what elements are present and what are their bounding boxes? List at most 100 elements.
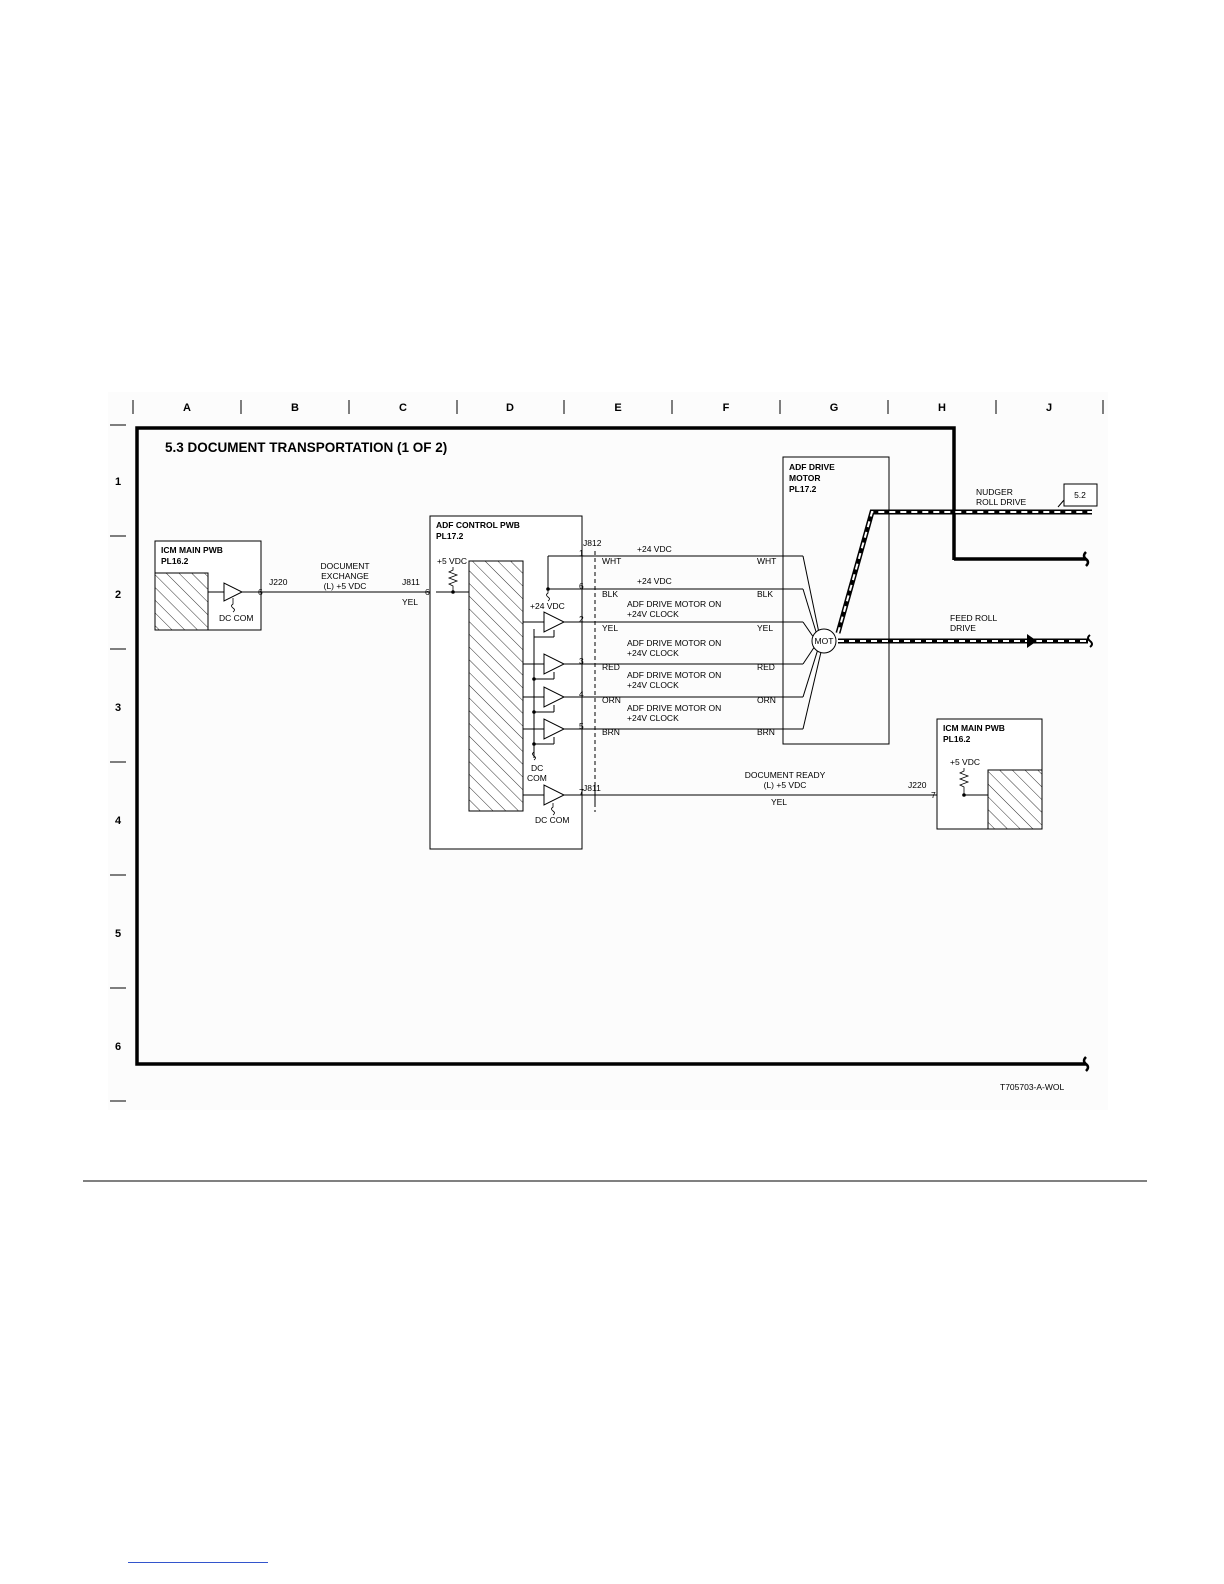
icm-main-pwb-right: ICM MAIN PWB PL16.2 +5 VDC J220 7 xyxy=(908,718,1043,830)
column-grid xyxy=(132,400,1104,414)
col-label: B xyxy=(291,402,299,414)
adf-control-dc: DC xyxy=(531,763,543,773)
doc-exchange-label: (L) +5 VDC xyxy=(324,581,367,591)
icm-right-pin: 7 xyxy=(931,790,936,800)
row-label: 4 xyxy=(115,815,122,827)
ref-chain-box: 5.2 xyxy=(1074,490,1086,500)
resistor-symbol xyxy=(958,768,970,795)
pin-number: 4 xyxy=(579,689,584,699)
col-label: D xyxy=(506,402,514,414)
pin-number: 3 xyxy=(579,656,584,666)
adf-control-j811: J811 xyxy=(402,577,420,587)
mechanical-drives: NUDGER ROLL DRIVE 5.2 FEED ROLL DRIVE xyxy=(835,483,1098,648)
break-symbol xyxy=(1087,634,1093,648)
driver-symbol xyxy=(543,718,566,740)
doc-ready-wire-color: YEL xyxy=(771,797,787,807)
doc-exchange-label: DOCUMENT xyxy=(320,561,369,571)
adf-drive-motor: ADF DRIVE MOTOR PL17.2 MOT xyxy=(782,456,890,745)
wire-color: ORN xyxy=(602,695,621,705)
wire-color: ORN xyxy=(757,695,776,705)
motor-symbol-label: MOT xyxy=(815,636,834,646)
arrow-head xyxy=(1027,634,1037,648)
pin-number: 1 xyxy=(579,548,584,558)
adf-control-j812: J812 xyxy=(583,538,602,548)
nudger-label: NUDGER xyxy=(976,487,1013,497)
col-label: H xyxy=(938,402,946,414)
signal-label: +24V CLOCK xyxy=(627,713,679,723)
signal-label: +24 VDC xyxy=(637,544,672,554)
driver-symbol xyxy=(543,784,566,806)
col-label: C xyxy=(399,402,407,414)
icm-left-dc-com: DC COM xyxy=(219,613,253,623)
nudger-drive-line-dash xyxy=(837,511,1092,634)
row-label: 6 xyxy=(115,1041,121,1053)
driver-symbol xyxy=(543,653,566,675)
adf-control-24vdc: +24 VDC xyxy=(530,601,565,611)
driver-symbol xyxy=(543,686,566,708)
row-label: 5 xyxy=(115,928,121,940)
pin-number: 5 xyxy=(579,721,584,731)
row-label: 3 xyxy=(115,702,121,714)
wire-color: BLK xyxy=(602,589,618,599)
wire-color: WHT xyxy=(602,556,621,566)
feed-roll-label: DRIVE xyxy=(950,623,976,633)
icm-left-pl: PL16.2 xyxy=(161,556,189,566)
col-label: F xyxy=(723,402,730,414)
col-label: J xyxy=(1046,402,1052,414)
signal-label: ADF DRIVE MOTOR ON xyxy=(627,703,721,713)
adf-motor-pl: PL17.2 xyxy=(789,484,817,494)
pin-number: 6 xyxy=(579,581,584,591)
wire-color: BLK xyxy=(757,589,773,599)
column-labels: A B C D E F G H J xyxy=(183,402,1052,414)
feed-roll-label: FEED ROLL xyxy=(950,613,998,623)
adf-control-j811-pin: 6 xyxy=(425,587,430,597)
break-symbol xyxy=(1082,551,1090,567)
break-symbol xyxy=(1082,1056,1090,1072)
signal-label: +24V CLOCK xyxy=(627,680,679,690)
resistor-symbol xyxy=(447,567,459,593)
wire-color: RED xyxy=(602,662,620,672)
adf-control-pwb: ADF CONTROL PWB PL17.2 +5 VDC J811 6 J81… xyxy=(402,515,602,850)
motor-harness: 1 6 2 3 4 5 7 WHT BLK YEL RED ORN BRN WH… xyxy=(579,544,822,797)
adf-control-j811b: J811 xyxy=(583,783,601,793)
icm-right-name: ICM MAIN PWB xyxy=(943,723,1005,733)
col-label: A xyxy=(183,402,191,414)
adf-control-com: COM xyxy=(527,773,547,783)
adf-control-name: ADF CONTROL PWB xyxy=(436,520,520,530)
nudger-label: ROLL DRIVE xyxy=(976,497,1027,507)
doc-exchange-wire-color: YEL xyxy=(402,597,418,607)
wire-color: YEL xyxy=(602,623,618,633)
frame-border xyxy=(135,426,1086,1066)
row-label: 2 xyxy=(115,589,121,601)
wire-color: BRN xyxy=(602,727,620,737)
footer-link-underline[interactable] xyxy=(128,1562,268,1563)
icm-left-name: ICM MAIN PWB xyxy=(161,545,223,555)
icm-right-connector: J220 xyxy=(908,780,927,790)
signal-label: +24V CLOCK xyxy=(627,648,679,658)
row-labels: 1 2 3 4 5 6 xyxy=(115,476,122,1053)
ground-symbol xyxy=(231,598,235,613)
driver-symbol xyxy=(223,582,244,602)
figure-id: T705703-A-WOL xyxy=(1000,1082,1065,1092)
pin-number: 2 xyxy=(579,614,584,624)
doc-ready-label: (L) +5 VDC xyxy=(764,780,807,790)
icm-left-pin: 6 xyxy=(258,587,263,597)
adf-motor-name: ADF DRIVE xyxy=(789,462,835,472)
icm-right-pl: PL16.2 xyxy=(943,734,971,744)
wire-color: RED xyxy=(757,662,775,672)
icm-right-5vdc: +5 VDC xyxy=(950,757,980,767)
row-label: 1 xyxy=(115,476,121,488)
signal-label: ADF DRIVE MOTOR ON xyxy=(627,670,721,680)
ground-symbol xyxy=(546,589,550,602)
wire-color: BRN xyxy=(757,727,775,737)
adf-motor-name: MOTOR xyxy=(789,473,820,483)
doc-ready-label: DOCUMENT READY xyxy=(745,770,826,780)
icm-main-pwb-left: ICM MAIN PWB PL16.2 DC COM 6 J220 xyxy=(154,540,288,631)
diagram-title: 5.3 DOCUMENT TRANSPORTATION (1 OF 2) xyxy=(165,440,447,455)
adf-control-dc-com: DC COM xyxy=(535,815,569,825)
icm-left-connector: J220 xyxy=(269,577,288,587)
col-label: E xyxy=(614,402,621,414)
ground-symbol xyxy=(551,803,555,816)
wire-color: WHT xyxy=(757,556,776,566)
